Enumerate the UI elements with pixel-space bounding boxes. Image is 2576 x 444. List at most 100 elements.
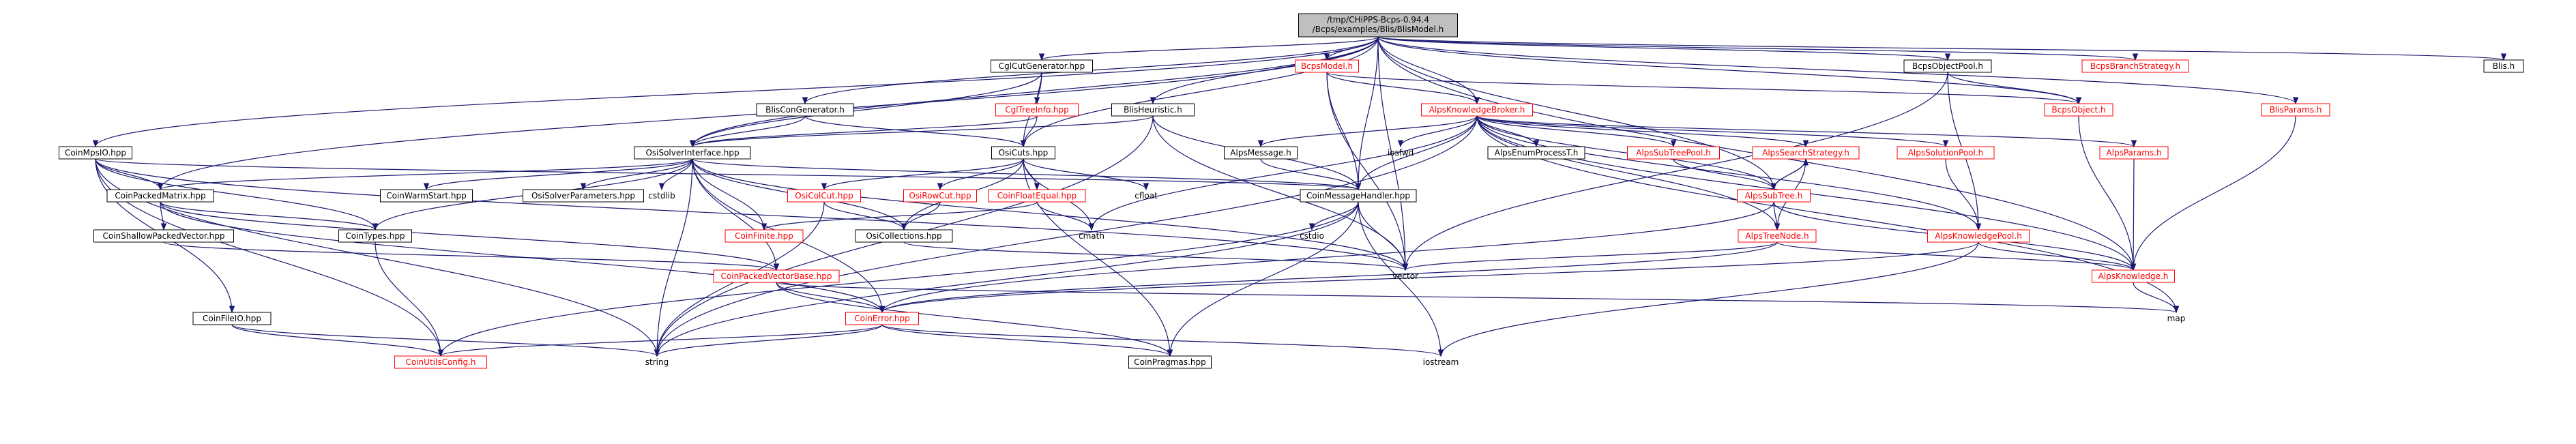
include-edge xyxy=(1308,201,1359,231)
node-alpsenum[interactable]: AlpsEnumProcessT.h xyxy=(1487,146,1585,160)
node-vector[interactable]: vector xyxy=(1392,271,1418,281)
node-alpskpool[interactable]: AlpsKnowledgePool.h xyxy=(1927,229,2030,243)
node-osicolcut[interactable]: OsiColCut.hpp xyxy=(787,189,861,203)
node-label: OsiSolverParameters.hpp xyxy=(531,191,635,201)
node-box xyxy=(394,355,487,369)
include-edge xyxy=(654,324,883,357)
include-edge xyxy=(1036,201,1095,231)
node-box xyxy=(1298,13,1458,38)
node-alpsmessage[interactable]: AlpsMessage.h xyxy=(1224,146,1298,160)
node-box xyxy=(1903,59,1992,73)
node-label: AlpsSolutionPool.h xyxy=(1908,148,1984,158)
include-edge xyxy=(158,158,693,191)
include-edge xyxy=(1167,201,1359,357)
node-osirowcut[interactable]: OsiRowCut.hpp xyxy=(903,189,977,203)
include-edge xyxy=(1023,158,1150,191)
node-label: CoinFileIO.hpp xyxy=(203,314,261,323)
node-bliscongen[interactable]: BlisConGenerator.h xyxy=(756,103,854,117)
node-box xyxy=(1897,146,1995,160)
include-edge xyxy=(2130,158,2137,271)
node-iosfwd[interactable]: iosfwd xyxy=(1388,148,1414,158)
node-bcpsobject[interactable]: BcpsObject.h xyxy=(2044,103,2113,117)
include-edge xyxy=(1776,241,2137,271)
node-box xyxy=(995,103,1079,117)
node-box xyxy=(1224,146,1298,160)
node-alpssolpool[interactable]: AlpsSolutionPool.h xyxy=(1897,146,1995,160)
node-label: /tmp/CHiPPS-Bcps-0.94.4 xyxy=(1327,15,1429,25)
node-bcpsobjectpool[interactable]: BcpsObjectPool.h xyxy=(1903,59,1992,73)
node-coinmpsio[interactable]: CoinMpsIO.hpp xyxy=(59,146,132,160)
node-box xyxy=(845,312,919,325)
node-alpskb[interactable]: AlpsKnowledgeBroker.h xyxy=(1421,103,1533,117)
node-label: map xyxy=(2167,314,2186,323)
node-osisolverparams[interactable]: OsiSolverParameters.hpp xyxy=(523,189,644,203)
node-coinmsghandler[interactable]: CoinMessageHandler.hpp xyxy=(1300,189,1417,203)
include-nodes: /tmp/CHiPPS-Bcps-0.94.4/Bcps/examples/Bl… xyxy=(59,13,2524,369)
include-edge xyxy=(776,282,2179,314)
node-box xyxy=(192,312,272,325)
include-edge xyxy=(1377,36,1480,105)
node-cstdlib[interactable]: cstdlib xyxy=(648,191,675,201)
node-cglcutgen[interactable]: CglCutGenerator.hpp xyxy=(991,59,1093,73)
include-edge xyxy=(160,201,780,271)
node-osisolver[interactable]: OsiSolverInterface.hpp xyxy=(634,146,751,160)
node-cfloat[interactable]: cfloat xyxy=(1135,191,1158,201)
include-edge xyxy=(160,201,167,231)
node-box xyxy=(1927,229,2030,243)
node-alpssubtreepool[interactable]: AlpsSubTreePool.h xyxy=(1627,146,1720,160)
include-edge xyxy=(1377,36,2299,105)
include-edge xyxy=(1358,201,1444,357)
node-coinwarm[interactable]: CoinWarmStart.hpp xyxy=(380,189,473,203)
node-osicollections[interactable]: OsiCollections.hpp xyxy=(855,229,953,243)
include-edge xyxy=(823,201,907,231)
node-iostream[interactable]: iostream xyxy=(1423,357,1459,367)
node-coinfloatequal[interactable]: CoinFloatEqual.hpp xyxy=(988,189,1086,203)
node-coinerror[interactable]: CoinError.hpp xyxy=(845,312,919,325)
node-coinpragmas[interactable]: CoinPragmas.hpp xyxy=(1128,355,1212,369)
node-label: Blis.h xyxy=(2493,61,2515,71)
include-edge xyxy=(1402,241,1778,271)
node-cgltreeinfo[interactable]: CglTreeInfo.hpp xyxy=(995,103,1079,117)
node-box xyxy=(855,229,953,243)
node-alpsknowledge[interactable]: AlpsKnowledge.h xyxy=(2092,269,2175,283)
node-blisparams[interactable]: BlisParams.h xyxy=(2261,103,2330,117)
node-bcpsmodel[interactable]: BcpsModel.h xyxy=(1295,59,1359,73)
include-edge xyxy=(95,158,444,357)
include-edge xyxy=(1402,72,1948,271)
include-edge xyxy=(437,201,1359,357)
node-map[interactable]: map xyxy=(2167,314,2186,323)
node-alpstreenode[interactable]: AlpsTreeNode.h xyxy=(1738,229,1817,243)
node-alpssearch[interactable]: AlpsSearchStrategy.h xyxy=(1752,146,1860,160)
node-blisheur[interactable]: BlisHeuristic.h xyxy=(1111,103,1195,117)
node-cointypes[interactable]: CoinTypes.hpp xyxy=(338,229,412,243)
node-root[interactable]: /tmp/CHiPPS-Bcps-0.94.4/Bcps/examples/Bl… xyxy=(1298,13,1458,38)
node-coinfinite[interactable]: CoinFinite.hpp xyxy=(724,229,804,243)
node-label: cstdlib xyxy=(648,191,675,201)
node-box xyxy=(1421,103,1533,117)
node-cmath[interactable]: cmath xyxy=(1079,231,1104,241)
node-alpsparams[interactable]: AlpsParams.h xyxy=(2099,146,2169,160)
node-bcpsbranch[interactable]: BcpsBranchStrategy.h xyxy=(2081,59,2189,73)
node-coinutilsconfig[interactable]: CoinUtilsConfig.h xyxy=(394,355,487,369)
node-string[interactable]: string xyxy=(645,357,669,367)
node-blish[interactable]: Blis.h xyxy=(2483,59,2524,73)
include-edge xyxy=(1020,36,1379,148)
include-edge xyxy=(654,115,1478,357)
include-edge xyxy=(1377,36,2506,61)
node-box xyxy=(2483,59,2524,73)
include-edge xyxy=(1978,241,2137,271)
node-box xyxy=(1627,146,1720,160)
node-coinpackedmatrix[interactable]: CoinPackedMatrix.hpp xyxy=(106,189,214,203)
node-cstdio[interactable]: cstdio xyxy=(1300,231,1324,241)
node-coinfileio[interactable]: CoinFileIO.hpp xyxy=(192,312,272,325)
include-edge xyxy=(937,158,1024,191)
node-label: cmath xyxy=(1079,231,1104,241)
node-coinshallow[interactable]: CoinShallowPackedVector.hpp xyxy=(93,229,234,243)
node-osicuts[interactable]: OsiCuts.hpp xyxy=(991,146,1055,160)
node-alpssubtree[interactable]: AlpsSubTree.h xyxy=(1737,189,1811,203)
node-label: CoinMessageHandler.hpp xyxy=(1306,191,1410,201)
node-label: BlisConGenerator.h xyxy=(765,105,845,115)
node-coinpackedvecbase[interactable]: CoinPackedVectorBase.hpp xyxy=(713,269,840,283)
include-edge xyxy=(1020,115,1038,148)
node-label: CoinError.hpp xyxy=(854,314,909,323)
